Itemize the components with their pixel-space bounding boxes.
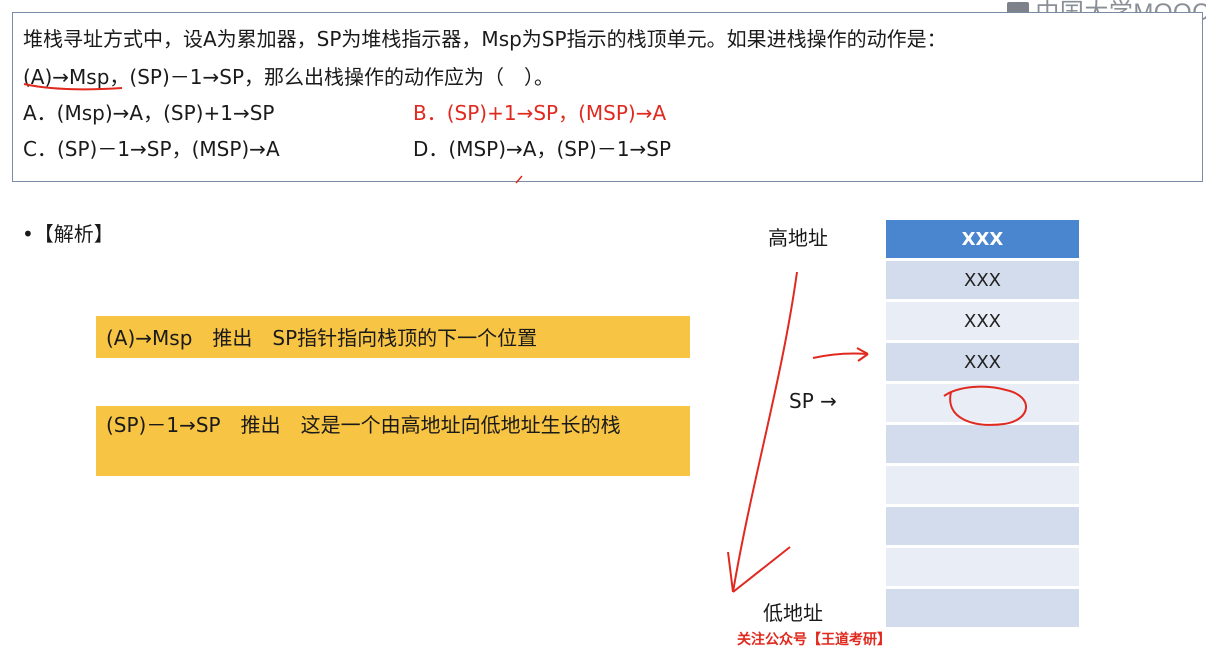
stack-cell: XXX — [886, 343, 1079, 381]
stack-cell — [886, 384, 1079, 422]
stack-cell — [886, 548, 1079, 586]
footer-text: 关注公众号【王道考研】 — [737, 632, 891, 648]
pointer-arrow-head — [856, 347, 869, 362]
analysis-note-1: (A)→Msp 推出 SP指针指向栈顶的下一个位置 — [96, 316, 690, 358]
sp-pointer-label: SP → — [789, 389, 837, 413]
option-b: B．(SP)+1→SP，(MSP)→A — [413, 101, 667, 125]
stack-cell — [886, 425, 1079, 463]
question-box: 堆栈寻址方式中，设A为累加器，SP为堆栈指示器，Msp为SP指示的栈顶单元。如果… — [12, 12, 1203, 182]
stack-cell: XXX — [886, 220, 1079, 258]
analysis-note-2: (SP)－1→SP 推出 这是一个由高地址向低地址生长的栈 — [96, 406, 690, 476]
low-address-label: 低地址 — [763, 601, 823, 625]
stack-diagram: XXX XXX XXX XXX — [886, 220, 1079, 630]
stack-cell — [886, 466, 1079, 504]
growth-arrow-annotation — [732, 271, 798, 593]
stack-cell — [886, 507, 1079, 545]
high-address-label: 高地址 — [768, 226, 828, 250]
arrow-head-annotation — [727, 551, 734, 593]
stack-cell — [886, 589, 1079, 627]
arrow-head-annotation — [732, 546, 791, 593]
option-d: D．(MSP)→A，(SP)－1→SP — [413, 137, 672, 161]
stack-cell: XXX — [886, 261, 1079, 299]
pointer-arrow-annotation — [812, 352, 869, 359]
stack-cell: XXX — [886, 302, 1079, 340]
question-line-1: 堆栈寻址方式中，设A为累加器，SP为堆栈指示器，Msp为SP指示的栈顶单元。如果… — [23, 27, 947, 51]
option-a: A．(Msp)→A，(SP)+1→SP — [23, 101, 275, 125]
option-c: C．(SP)－1→SP，(MSP)→A — [23, 137, 280, 161]
analysis-heading: •【解析】 — [22, 222, 114, 246]
question-line-2: (A)→Msp，(SP)－1→SP，那么出栈操作的动作应为（ ）。 — [23, 65, 555, 89]
